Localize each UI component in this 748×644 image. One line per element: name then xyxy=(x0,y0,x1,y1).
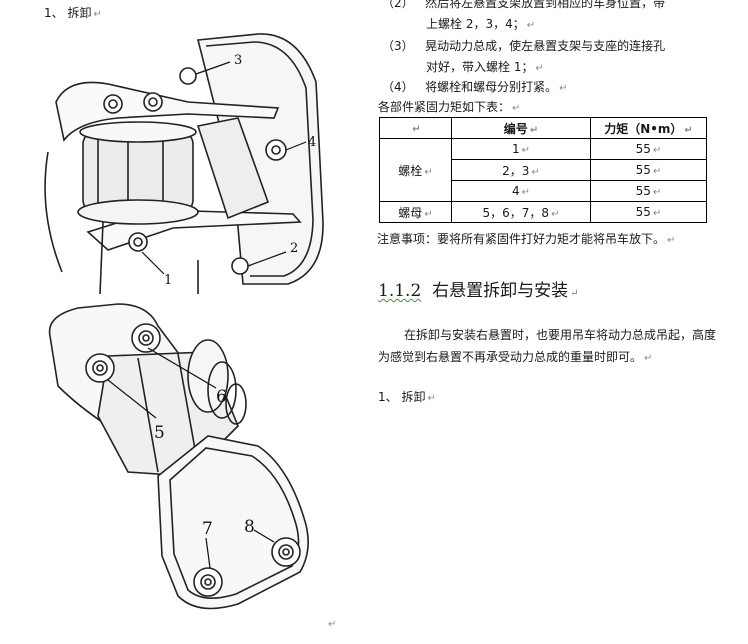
step-2: （2） 然后将左悬置支架放置到相应的车身位置，带 xyxy=(382,0,666,10)
step-3-cont: 对好，带入螺栓 1；↵ xyxy=(426,60,544,74)
table-row: 螺栓↵ 1↵ 55↵ xyxy=(379,138,707,202)
group-nut: 螺母↵ xyxy=(379,201,452,223)
table-row: 螺母↵ 5，6，7，8↵ 55↵ xyxy=(379,201,707,223)
callout-6: 6 xyxy=(216,387,227,407)
callout-1: 1 xyxy=(164,273,172,288)
group-bolt: 螺栓↵ xyxy=(379,138,452,202)
cell-id: 1↵ xyxy=(451,138,591,160)
torque-table: ↵ 编号↵ 力矩（N•m）↵ 螺栓↵ 1↵ 55↵ 2，3↵ 55↵ 4↵ 55… xyxy=(379,117,707,223)
callout-8: 8 xyxy=(244,517,255,537)
table-intro: 各部件紧固力矩如下表：↵ xyxy=(378,100,521,114)
step-4: （4） 将螺栓和螺母分别打紧。↵ xyxy=(382,80,568,94)
table-header-row: ↵ 编号↵ 力矩（N•m）↵ xyxy=(379,117,707,139)
callout-7: 7 xyxy=(202,519,213,539)
callout-4: 4 xyxy=(308,135,316,150)
table-row: 4↵ 55↵ xyxy=(380,180,707,202)
figure-end-mark: ↵ xyxy=(328,619,337,630)
header-torque: 力矩（N•m）↵ xyxy=(590,117,707,139)
note: 注意事项：要将所有紧固件打好力矩才能将吊车放下。↵ xyxy=(377,232,676,246)
callout-2: 2 xyxy=(290,241,298,256)
left-mount-figure: 3 4 2 1 xyxy=(44,33,324,295)
cell-torque: 55↵ xyxy=(590,180,707,202)
cell-id: 5，6，7，8↵ xyxy=(451,201,591,223)
cell-torque: 55↵ xyxy=(590,159,707,181)
callout-3: 3 xyxy=(234,53,242,68)
cell-id: 2，3↵ xyxy=(451,159,591,181)
paragraph: 在拆卸与安装右悬置时，也要用吊车将动力总成吊起，高度为感觉到右悬置不再承受动力总… xyxy=(378,328,717,364)
step-heading-top: 1、 拆卸↵ xyxy=(44,6,102,20)
section-heading: 1.1.2 右悬置拆卸与安装↵ xyxy=(378,281,579,301)
header-id: 编号↵ xyxy=(451,117,591,139)
step-2-cont: 上螺栓 2，3，4；↵ xyxy=(426,17,536,31)
cell-id: 4↵ xyxy=(451,180,591,202)
cell-torque: 55↵ xyxy=(590,138,707,160)
cell-torque: 55↵ xyxy=(590,201,707,223)
header-empty: ↵ xyxy=(379,117,452,139)
right-mount-figure: 6 5 7 8 xyxy=(48,303,309,610)
callout-5: 5 xyxy=(154,423,165,443)
step-heading-bottom: 1、 拆卸↵ xyxy=(378,390,436,404)
step-3: （3） 晃动动力总成，使左悬置支架与支座的连接孔 xyxy=(382,39,666,53)
